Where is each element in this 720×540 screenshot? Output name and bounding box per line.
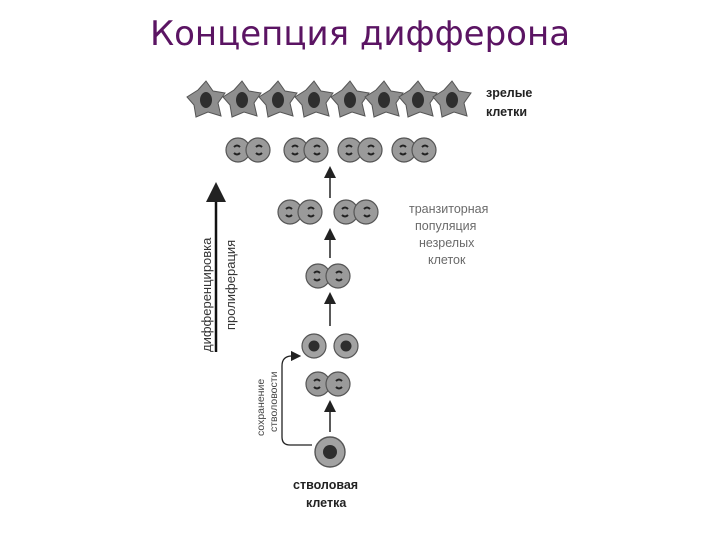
dividing-cell [225, 137, 271, 163]
dividing-cell [277, 199, 323, 225]
dividing-cell [283, 137, 329, 163]
mature-cell [432, 80, 472, 118]
dividing-cell [333, 199, 379, 225]
transit-label-3: незрелых [419, 236, 475, 250]
mature-cell [186, 80, 226, 118]
daughter-cells-row [301, 333, 359, 359]
dividing-cell [391, 137, 437, 163]
mature-cell [398, 80, 438, 118]
stem-label-1: стволовая [293, 478, 358, 492]
stem-label-2: клетка [306, 496, 347, 510]
mature-label-2: клетки [486, 105, 527, 119]
axis-label-proliferation: пролиферация [223, 240, 238, 330]
mature-cell [258, 80, 298, 118]
self-renewal-label-2: стволовости [268, 371, 280, 432]
dividing-cells-row-1 [225, 137, 437, 163]
self-renewal-arrow [281, 350, 312, 446]
mature-cell [222, 80, 262, 118]
slide-title: Концепция дифферона [149, 14, 571, 54]
transit-label-4: клеток [428, 253, 466, 267]
dividing-cell [305, 263, 351, 289]
mature-label-1: зрелые [486, 86, 532, 100]
dividing-cell [337, 137, 383, 163]
mature-cell [364, 80, 404, 118]
self-renewal-label-1: сохранение [255, 379, 267, 436]
dividing-stem-cell [305, 371, 351, 397]
transit-label-1: транзиторная [409, 202, 488, 216]
daughter-cell [333, 333, 359, 359]
dividing-cells-row-2 [277, 199, 379, 225]
mature-cell [294, 80, 334, 118]
mature-cells-row [186, 80, 472, 118]
daughter-cell [301, 333, 327, 359]
mature-cell [330, 80, 370, 118]
transit-label-2: популяция [415, 219, 476, 233]
stem-cell [314, 436, 346, 468]
axis-label-differentiation: дифференцировка [199, 237, 214, 352]
